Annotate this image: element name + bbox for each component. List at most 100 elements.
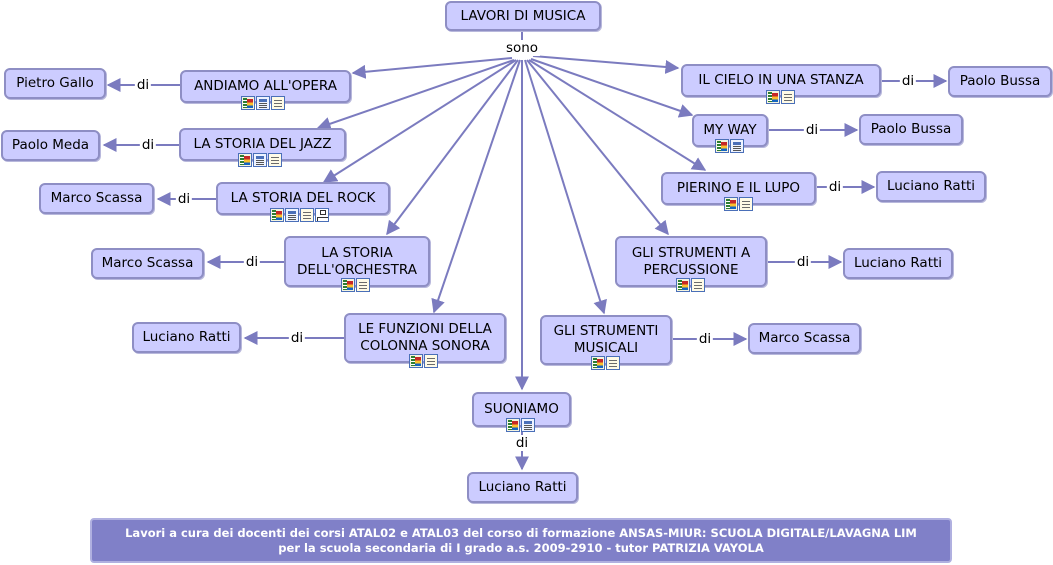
image-resource-icon[interactable] [238, 153, 252, 167]
concept-map-icon[interactable] [315, 208, 329, 222]
resource-icons [766, 90, 795, 104]
concept-label-line2: DELL'ORCHESTRA [296, 261, 417, 278]
author-label: Luciano Ratti [853, 255, 943, 271]
connector-line [530, 58, 694, 118]
credits-line-1: Lavori a cura dei docenti dei corsi ATAL… [125, 525, 917, 540]
document-resource-icon[interactable] [268, 153, 282, 167]
connector-line [532, 55, 680, 74]
author-label: Paolo Bussa [870, 121, 952, 137]
concept-label-line2: MUSICALI [573, 340, 639, 356]
web-resource-icon[interactable] [256, 96, 270, 110]
concept-label-line2: PERCUSSIONE [643, 261, 739, 278]
document-resource-icon[interactable] [739, 197, 753, 211]
concept-label-line1: LE FUNZIONI DELLA [358, 321, 492, 337]
connector-line [316, 59, 515, 131]
author-label: Pietro Gallo [16, 75, 94, 91]
author-marco-scassa[interactable]: Marco Scassa [91, 248, 204, 279]
image-resource-icon[interactable] [724, 197, 738, 211]
author-label: Luciano Ratti [886, 178, 976, 194]
concept-root[interactable]: LAVORI DI MUSICA [445, 1, 601, 31]
concept-label: LA STORIA DEL ROCK [230, 190, 376, 206]
resource-icons [270, 208, 329, 222]
link-label-sono: sono [503, 40, 541, 56]
author-pietro-gallo[interactable]: Pietro Gallo [4, 68, 106, 99]
connector-line [351, 57, 513, 79]
connector-line [322, 59, 517, 183]
image-resource-icon[interactable] [341, 278, 355, 292]
resource-icons [715, 139, 744, 153]
author-luciano-ratti[interactable]: Luciano Ratti [843, 248, 953, 279]
author-marco-scassa[interactable]: Marco Scassa [748, 323, 861, 354]
link-label-di: di [826, 179, 844, 195]
concept-label: ANDIAMO ALL'OPERA [194, 78, 337, 94]
concept-pierino-e-il-lupo[interactable]: PIERINO E IL LUPO [661, 172, 816, 205]
author-luciano-ratti[interactable]: Luciano Ratti [467, 472, 578, 503]
author-label: Marco Scassa [50, 190, 143, 206]
concept-label: LA STORIA DEL JAZZ [193, 136, 332, 152]
image-resource-icon[interactable] [676, 278, 690, 292]
link-label-di: di [134, 77, 152, 93]
resource-icons [724, 197, 753, 211]
link-label-di: di [175, 191, 193, 207]
connector-line [528, 59, 707, 171]
link-label-di: di [899, 73, 917, 89]
root-title: LAVORI DI MUSICA [460, 7, 586, 24]
document-resource-icon[interactable] [606, 356, 620, 370]
image-resource-icon[interactable] [591, 356, 605, 370]
resource-icons [591, 356, 620, 370]
author-marco-scassa[interactable]: Marco Scassa [39, 183, 154, 214]
author-label: Luciano Ratti [142, 329, 231, 345]
web-resource-icon[interactable] [730, 139, 744, 153]
author-paolo-bussa[interactable]: Paolo Bussa [859, 114, 963, 145]
concept-label: IL CIELO IN UNA STANZA [698, 72, 864, 88]
document-resource-icon[interactable] [356, 278, 370, 292]
image-resource-icon[interactable] [766, 90, 780, 104]
connector-line [386, 59, 519, 236]
concept-label-line1: LA STORIA [321, 244, 393, 261]
image-resource-icon[interactable] [270, 208, 284, 222]
image-resource-icon[interactable] [409, 354, 423, 368]
credits-line-2: per la scuola secondaria di I grado a.s.… [278, 540, 764, 555]
resource-icons [676, 278, 705, 292]
resource-icons [241, 96, 285, 110]
credits-footer: Lavori a cura dei docenti dei corsi ATAL… [90, 518, 952, 563]
image-resource-icon[interactable] [241, 96, 255, 110]
image-resource-icon[interactable] [506, 418, 520, 432]
author-luciano-ratti[interactable]: Luciano Ratti [876, 171, 986, 202]
document-resource-icon[interactable] [300, 208, 314, 222]
link-label-di: di [288, 330, 306, 346]
concept-label: PIERINO E IL LUPO [676, 180, 801, 196]
web-resource-icon[interactable] [521, 418, 535, 432]
concept-label: SUONIAMO [484, 401, 559, 417]
author-paolo-meda[interactable]: Paolo Meda [1, 130, 100, 161]
author-label: Paolo Bussa [959, 73, 1041, 89]
concept-label-line1: GLI STRUMENTI A [631, 244, 751, 261]
link-label-di: di [696, 331, 714, 347]
image-resource-icon[interactable] [715, 139, 729, 153]
link-label-di: di [513, 435, 531, 451]
author-label: Marco Scassa [101, 255, 194, 271]
author-paolo-bussa[interactable]: Paolo Bussa [948, 66, 1052, 97]
resource-icons [238, 153, 282, 167]
author-luciano-ratti[interactable]: Luciano Ratti [132, 322, 241, 353]
concept-label-line1: GLI STRUMENTI [553, 323, 659, 339]
link-label-di: di [794, 254, 812, 270]
document-resource-icon[interactable] [781, 90, 795, 104]
resource-icons [506, 418, 535, 432]
author-label: Marco Scassa [758, 330, 851, 346]
author-label: Paolo Meda [11, 137, 90, 153]
connector-line [431, 59, 521, 314]
resource-icons [409, 354, 438, 368]
link-label-di: di [803, 122, 821, 138]
web-resource-icon[interactable] [285, 208, 299, 222]
web-resource-icon[interactable] [253, 153, 267, 167]
resource-icons [341, 278, 370, 292]
connector-line [524, 59, 607, 315]
document-resource-icon[interactable] [424, 354, 438, 368]
document-resource-icon[interactable] [691, 278, 705, 292]
concept-label-line2: COLONNA SONORA [360, 338, 490, 354]
link-label-di: di [243, 254, 261, 270]
connector-line [526, 59, 669, 236]
document-resource-icon[interactable] [271, 96, 285, 110]
